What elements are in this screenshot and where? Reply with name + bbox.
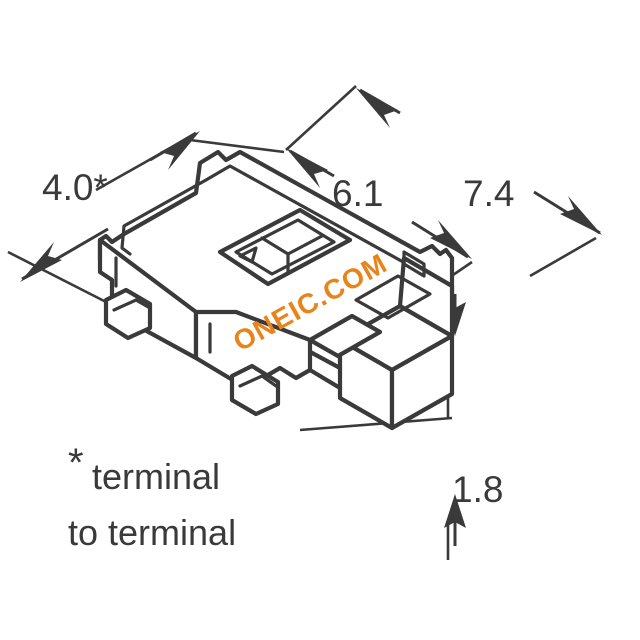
actuator-window-outer — [217, 207, 353, 287]
right-housing-pocket — [354, 274, 432, 320]
cover-boss-left — [216, 150, 242, 162]
front-terminal-tab-facet — [238, 374, 278, 388]
actuator-window-inner — [234, 218, 336, 276]
cover-boss-far-left — [98, 232, 126, 244]
dim-label-1p8: 1.8 — [452, 469, 503, 510]
ext-line-7p4-left — [285, 85, 357, 151]
dim-label-6p1: 6.1 — [332, 173, 383, 214]
footnote-asterisk: * — [68, 441, 84, 485]
arrowhead-7p4-right — [560, 196, 602, 235]
arrowhead-4p0-left — [20, 242, 62, 282]
front-to-terminal-edge — [307, 367, 343, 391]
arrowhead-1p8-up — [444, 494, 466, 528]
left-terminal-tab-facet — [112, 298, 152, 312]
arrowhead-6p1-right — [430, 220, 472, 259]
right-housing-lug — [402, 250, 426, 278]
ext-line-7p4-right — [529, 236, 597, 278]
ext-line-4p0-lower — [7, 250, 111, 306]
arrowhead-4p0-right — [160, 131, 200, 170]
dim-label-7p4: 7.4 — [463, 173, 514, 214]
dim-label-4p0: 4.0* — [42, 167, 108, 208]
cover-boss-right — [430, 244, 448, 256]
actuator-facet-right — [286, 234, 324, 256]
part-body-group — [97, 149, 455, 431]
footnote-line-2: to terminal — [68, 512, 236, 553]
leader-line-terminal-note — [299, 416, 453, 432]
right-terminal-right-face — [389, 333, 455, 431]
arrowhead-7p4-left — [356, 88, 398, 128]
actuator-notch — [238, 246, 258, 264]
note-leader-line — [299, 416, 453, 432]
terminal-shoulder-step — [307, 313, 383, 359]
ext-line-6p1-left — [189, 138, 285, 154]
footnote-line-1: terminal — [92, 456, 220, 497]
switch-front-face — [193, 309, 313, 385]
cover-rim-inner-upper — [204, 164, 416, 270]
cover-rim-inner-left — [120, 178, 208, 256]
arrowhead-6p1-left — [286, 148, 328, 188]
dimension-arrowheads — [20, 88, 602, 528]
